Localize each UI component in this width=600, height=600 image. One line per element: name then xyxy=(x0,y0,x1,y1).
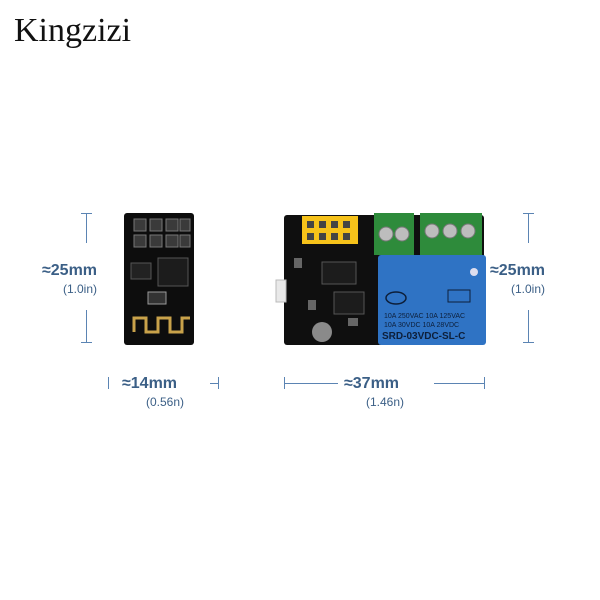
relay-width-rule-left xyxy=(284,383,338,384)
relay-width-rule-right xyxy=(434,383,484,384)
left-height-rule-top xyxy=(86,213,87,243)
left-height-rule-top-cap xyxy=(81,213,92,214)
right-height-rule-bottom-cap xyxy=(523,342,534,343)
left-height-rule-bottom xyxy=(86,310,87,342)
right-height-rule-top-cap xyxy=(523,213,534,214)
right-height-rule-top xyxy=(528,213,529,243)
esp-width-label: ≈14mm xyxy=(122,375,178,392)
brand-logo: Kingzizi xyxy=(14,12,132,49)
right-height-sublabel: (1.0in) xyxy=(511,282,546,296)
esp-width-rule-right-cap xyxy=(218,377,219,389)
left-height-label: ≈25mm xyxy=(42,262,98,279)
left-height-rule-bottom-cap xyxy=(81,342,92,343)
esp01-module xyxy=(124,213,194,345)
relay-width-sublabel: (1.46n) xyxy=(366,395,405,409)
relay-width-label: ≈37mm xyxy=(344,375,400,392)
relay-width-rule-right-cap xyxy=(484,377,485,389)
relay-model: SRD-03VDC-SL-C xyxy=(382,331,466,342)
relay-board xyxy=(275,213,486,345)
left-height-sublabel: (1.0in) xyxy=(63,282,98,296)
esp-width-rule-left-cap xyxy=(108,377,109,389)
relay-rating-line2: 10A 30VDC 10A 28VDC xyxy=(384,322,460,329)
esp-width-rule-right xyxy=(210,383,218,384)
right-height-label: ≈25mm xyxy=(490,262,546,279)
esp-width-sublabel: (0.56n) xyxy=(146,395,185,409)
right-height-rule-bottom xyxy=(528,310,529,342)
relay-rating-line1: 10A 250VAC 10A 125VAC xyxy=(384,313,466,320)
